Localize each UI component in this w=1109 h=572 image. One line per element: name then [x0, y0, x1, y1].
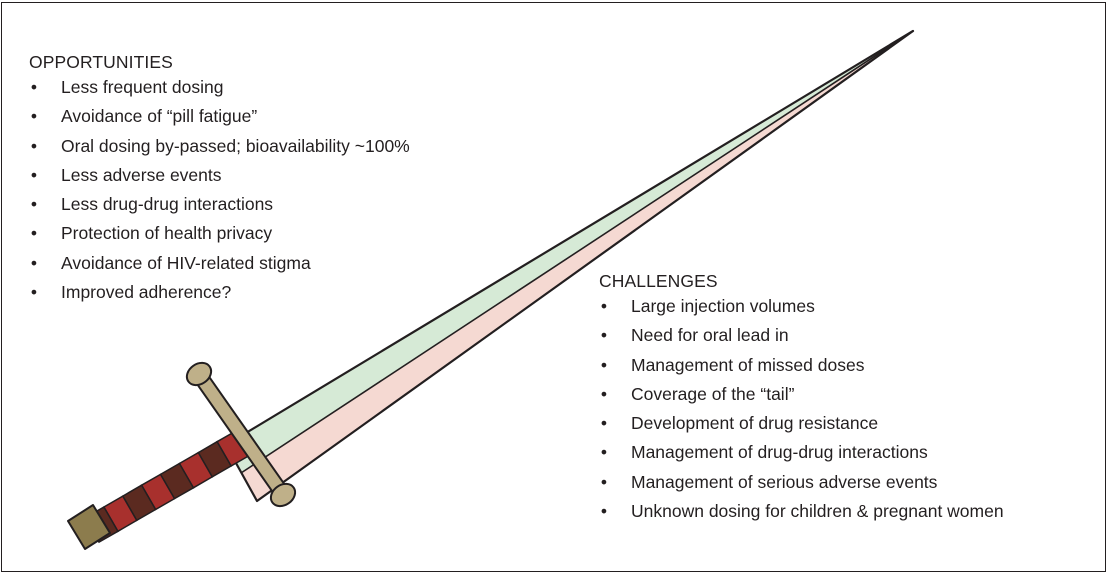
opportunities-heading: OPPORTUNITIES — [29, 52, 173, 72]
challenges-item-text: Coverage of the “tail” — [631, 383, 795, 404]
bullet-icon: • — [600, 296, 608, 316]
challenges-list-item: • Need for oral lead in — [599, 325, 789, 354]
challenges-item-text: Large injection volumes — [631, 296, 815, 316]
blade-lower-half — [241, 31, 913, 501]
opportunities-list-item: • Improved adherence? — [29, 282, 231, 311]
challenges-list-item: • Unknown dosing for children & pregnant … — [599, 501, 1004, 530]
bullet-icon: • — [600, 501, 608, 522]
bullet-icon: • — [600, 413, 608, 434]
bullet-icon: • — [600, 325, 608, 346]
bullet-icon: • — [30, 282, 38, 303]
bullet-icon: • — [30, 194, 38, 215]
bullet-icon: • — [600, 471, 608, 492]
bullet-icon: • — [600, 383, 608, 404]
opportunities-list-item: • Avoidance of HIV-related stigma — [29, 252, 311, 282]
challenges-item-text: Management of missed doses — [631, 354, 865, 375]
opportunities-item-text: Improved adherence? — [61, 282, 232, 303]
opportunities-item-text: Oral dosing by-passed; bioavailability ~… — [61, 135, 410, 156]
bullet-icon: • — [30, 252, 38, 273]
bullet-icon: • — [600, 442, 608, 463]
bullet-icon: • — [30, 223, 38, 244]
opportunities-list-item: • Less adverse events — [29, 164, 222, 194]
opportunities-item-text: Avoidance of HIV-related stigma — [61, 252, 311, 273]
crossguard-bar — [194, 370, 288, 499]
bullet-icon: • — [30, 164, 38, 185]
opportunities-list: • Less frequent dosing • Avoidance of “pill… — [29, 77, 410, 311]
crossguard-knob-top — [185, 361, 213, 387]
bullet-icon: • — [30, 77, 38, 97]
opportunities-list-item: • Avoidance of “pill fatigue” — [29, 106, 257, 135]
challenges-list-item: • Management of serious adverse events — [599, 471, 938, 501]
bullet-icon: • — [600, 354, 608, 375]
opportunities-item-text: Less drug-drug interactions — [61, 194, 274, 215]
challenges-list-item: • Management of drug-drug interactions — [599, 442, 928, 471]
challenges-list-item: • Large injection volumes — [599, 296, 815, 325]
crossguard-knob-bottom — [269, 482, 297, 508]
pommel-block — [67, 504, 111, 550]
challenges-panel: CHALLENGES • Large injection volumes • Need… — [599, 271, 1004, 530]
opportunities-item-text: Less frequent dosing — [61, 77, 224, 97]
challenges-item-text: Management of serious adverse events — [631, 471, 938, 492]
grip-stripes — [83, 429, 252, 544]
challenges-list-item: • Management of missed doses — [599, 354, 865, 384]
opportunities-item-text: Less adverse events — [61, 164, 222, 185]
opportunities-list-item: • Oral dosing by-passed; bioavailability … — [29, 135, 410, 165]
opportunities-list-item: • Protection of health privacy — [29, 223, 272, 252]
opportunities-panel: OPPORTUNITIES • Less frequent dosing • Avoi… — [29, 52, 410, 311]
bullet-icon: • — [30, 106, 38, 127]
challenges-heading: CHALLENGES — [599, 271, 718, 291]
sword-grip — [83, 429, 252, 544]
opportunities-item-text: Protection of health privacy — [61, 223, 273, 244]
challenges-item-text: Unknown dosing for children & pregnant w… — [631, 501, 1004, 522]
challenges-item-text: Development of drug resistance — [631, 413, 879, 434]
bullet-icon: • — [30, 135, 38, 156]
opportunities-list-item: • Less frequent dosing — [29, 77, 224, 106]
challenges-item-text: Management of drug-drug interactions — [631, 442, 928, 463]
sword-crossguard — [185, 361, 297, 508]
challenges-list-item: • Coverage of the “tail” — [599, 383, 795, 413]
sword-pommel — [67, 504, 111, 550]
blade-center-line — [240, 30, 914, 474]
challenges-list-item: • Development of drug resistance — [599, 413, 878, 442]
challenges-list: • Large injection volumes • Need for oral l… — [599, 296, 1004, 530]
blade-upper-half — [226, 31, 913, 473]
opportunities-item-text: Avoidance of “pill fatigue” — [61, 106, 258, 127]
sword-blade — [224, 29, 915, 503]
opportunities-list-item: • Less drug-drug interactions — [29, 194, 273, 223]
challenges-item-text: Need for oral lead in — [631, 325, 789, 346]
